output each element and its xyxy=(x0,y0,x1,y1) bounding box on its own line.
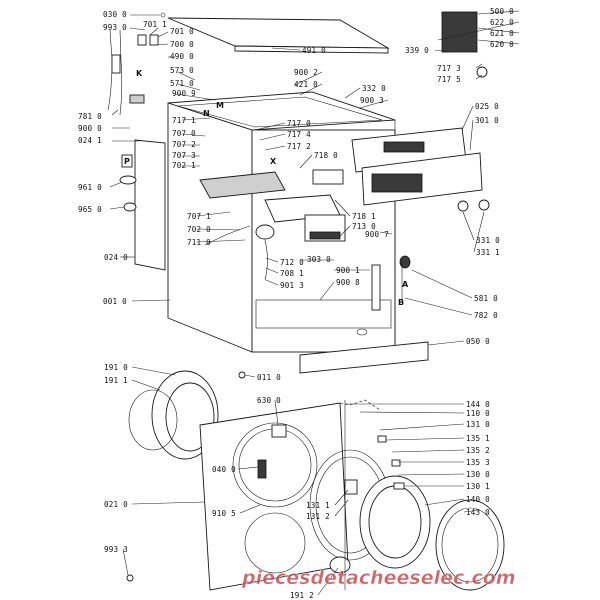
hoses xyxy=(107,29,113,111)
part-label: 303 0 xyxy=(307,255,331,264)
part-label: 131 1 xyxy=(306,501,330,510)
part-label: 024 1 xyxy=(78,136,102,145)
door-assembly xyxy=(309,449,505,591)
part-label: 332 0 xyxy=(362,84,386,93)
part-label: 718 1 xyxy=(352,212,376,221)
part-label: 040 0 xyxy=(212,465,236,474)
letter-k: K xyxy=(136,69,143,78)
part-label: 707 3 xyxy=(172,151,196,160)
part-label: 900 9 xyxy=(172,89,196,98)
part-label: 707 0 xyxy=(172,129,196,138)
timer-unit xyxy=(441,11,478,53)
letter-a: A xyxy=(402,280,409,289)
part-label: 135 1 xyxy=(466,434,490,443)
part-label: 717 4 xyxy=(287,130,311,139)
watermark: piecesdetacheeselec.com xyxy=(241,567,516,589)
part-label: 700 0 xyxy=(170,40,194,49)
part-label: 301 0 xyxy=(475,116,499,125)
part-label: 717 1 xyxy=(172,116,196,125)
part-label: 331 1 xyxy=(476,248,500,257)
part-label: 712 0 xyxy=(280,258,304,267)
part-label: 131 0 xyxy=(466,420,490,429)
part-label: 701 1 xyxy=(143,20,167,29)
part-label: 491 0 xyxy=(302,46,326,55)
part-label: 965 0 xyxy=(78,205,102,214)
part-label: 717 5 xyxy=(437,75,461,84)
leader-lines xyxy=(109,10,520,596)
part-label: 702 1 xyxy=(172,161,196,170)
part-label: 782 0 xyxy=(474,311,498,320)
front-panel xyxy=(199,402,349,591)
part-label: 191 1 xyxy=(104,376,128,385)
kickplate xyxy=(299,341,429,374)
part-label: 140 0 xyxy=(466,495,490,504)
letter-m: M xyxy=(216,101,224,110)
part-label: 993 3 xyxy=(104,545,128,554)
letter-x: X xyxy=(270,157,277,166)
part-label: 500 0 xyxy=(490,7,514,16)
part-label: 900 7 xyxy=(365,230,389,239)
letter-b: B xyxy=(398,298,404,307)
side-panel xyxy=(134,139,166,271)
part-label: 718 0 xyxy=(314,151,338,160)
part-label: 711 0 xyxy=(187,238,211,247)
letter-n: N xyxy=(203,109,210,118)
part-label: 622 0 xyxy=(490,18,514,27)
detergent-drawer xyxy=(199,169,346,242)
part-label: 339 0 xyxy=(405,46,429,55)
part-label: 701 0 xyxy=(170,27,194,36)
part-label: 011 0 xyxy=(257,373,281,382)
part-label: 900 3 xyxy=(360,96,384,105)
part-label: 030 0 xyxy=(103,10,127,19)
part-label: 713 0 xyxy=(352,222,376,231)
part-label: 901 3 xyxy=(280,281,304,290)
parts-drawing xyxy=(107,11,505,591)
part-label: 707 1 xyxy=(187,212,211,221)
part-label: 900 1 xyxy=(336,266,360,275)
part-labels: 030 0 701 1 993 0 701 0 700 0 490 0 573 … xyxy=(78,7,514,600)
part-label: 135 2 xyxy=(466,446,490,455)
top-lid xyxy=(167,17,390,49)
part-label: 025 0 xyxy=(475,102,499,111)
part-label: 702 0 xyxy=(187,225,211,234)
part-label: 781 0 xyxy=(78,112,102,121)
part-label: 001 0 xyxy=(103,297,127,306)
part-label: 621 0 xyxy=(490,29,514,38)
part-label: 900 0 xyxy=(78,124,102,133)
reference-letters: K M N P X A B xyxy=(124,69,409,307)
part-label: 130 0 xyxy=(466,470,490,479)
part-label: 191 2 xyxy=(290,591,314,600)
part-label: 110 0 xyxy=(466,409,490,418)
part-label: 144 0 xyxy=(466,400,490,409)
part-label: 717 0 xyxy=(287,119,311,128)
part-label: 708 1 xyxy=(280,269,304,278)
part-label: 024 0 xyxy=(104,253,128,262)
part-label: 571 0 xyxy=(170,79,194,88)
part-label: 900 8 xyxy=(336,278,360,287)
part-label: 050 0 xyxy=(466,337,490,346)
part-label: 581 0 xyxy=(474,294,498,303)
control-panel xyxy=(351,127,490,212)
part-label: 021 0 xyxy=(104,500,128,509)
part-label: 717 2 xyxy=(287,142,311,151)
part-label: 717 3 xyxy=(437,64,461,73)
part-label: 131 2 xyxy=(306,512,330,521)
part-label: 707 2 xyxy=(172,140,196,149)
part-label: 143 0 xyxy=(466,508,490,517)
part-label: 191 0 xyxy=(104,363,128,372)
part-label: 421 0 xyxy=(294,80,318,89)
part-label: 961 0 xyxy=(78,183,102,192)
part-label: 900 2 xyxy=(294,68,318,77)
part-label: 135 3 xyxy=(466,458,490,467)
part-label: 620 0 xyxy=(490,40,514,49)
part-label: 490 0 xyxy=(170,52,194,61)
letter-p: P xyxy=(124,157,130,166)
part-label: 910 5 xyxy=(212,509,236,518)
part-label: 130 1 xyxy=(466,482,490,491)
part-label: 331 0 xyxy=(476,236,500,245)
part-label: 993 0 xyxy=(103,23,127,32)
part-label: 573 0 xyxy=(170,66,194,75)
part-label: 630 0 xyxy=(257,396,281,405)
